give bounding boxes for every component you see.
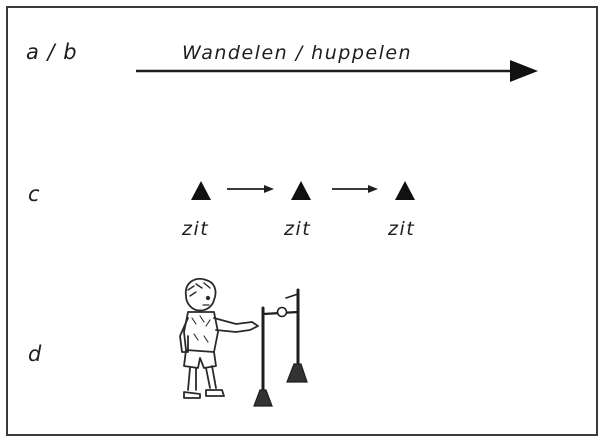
triangle-marker-icon <box>395 181 415 200</box>
arrow-right-icon <box>227 185 274 193</box>
station-label-2: zit <box>284 218 312 240</box>
triangle-marker-icon <box>191 181 211 200</box>
station-label-1: zit <box>182 218 210 240</box>
hurdle-stand-drawing <box>253 288 308 407</box>
arrow-head-icon <box>510 60 538 82</box>
row-label-c: c <box>28 182 41 206</box>
station-row <box>191 181 415 200</box>
walk-hop-arrow <box>136 60 538 82</box>
diagram-frame <box>6 6 598 436</box>
row-label-d: d <box>28 342 43 366</box>
child-drawing <box>179 277 259 399</box>
station-label-3: zit <box>388 218 416 240</box>
triangle-marker-icon <box>291 181 311 200</box>
row-label-ab: a / b <box>26 40 78 64</box>
row-caption-ab: Wandelen / huppelen <box>182 42 413 64</box>
arrow-right-icon <box>332 185 378 193</box>
